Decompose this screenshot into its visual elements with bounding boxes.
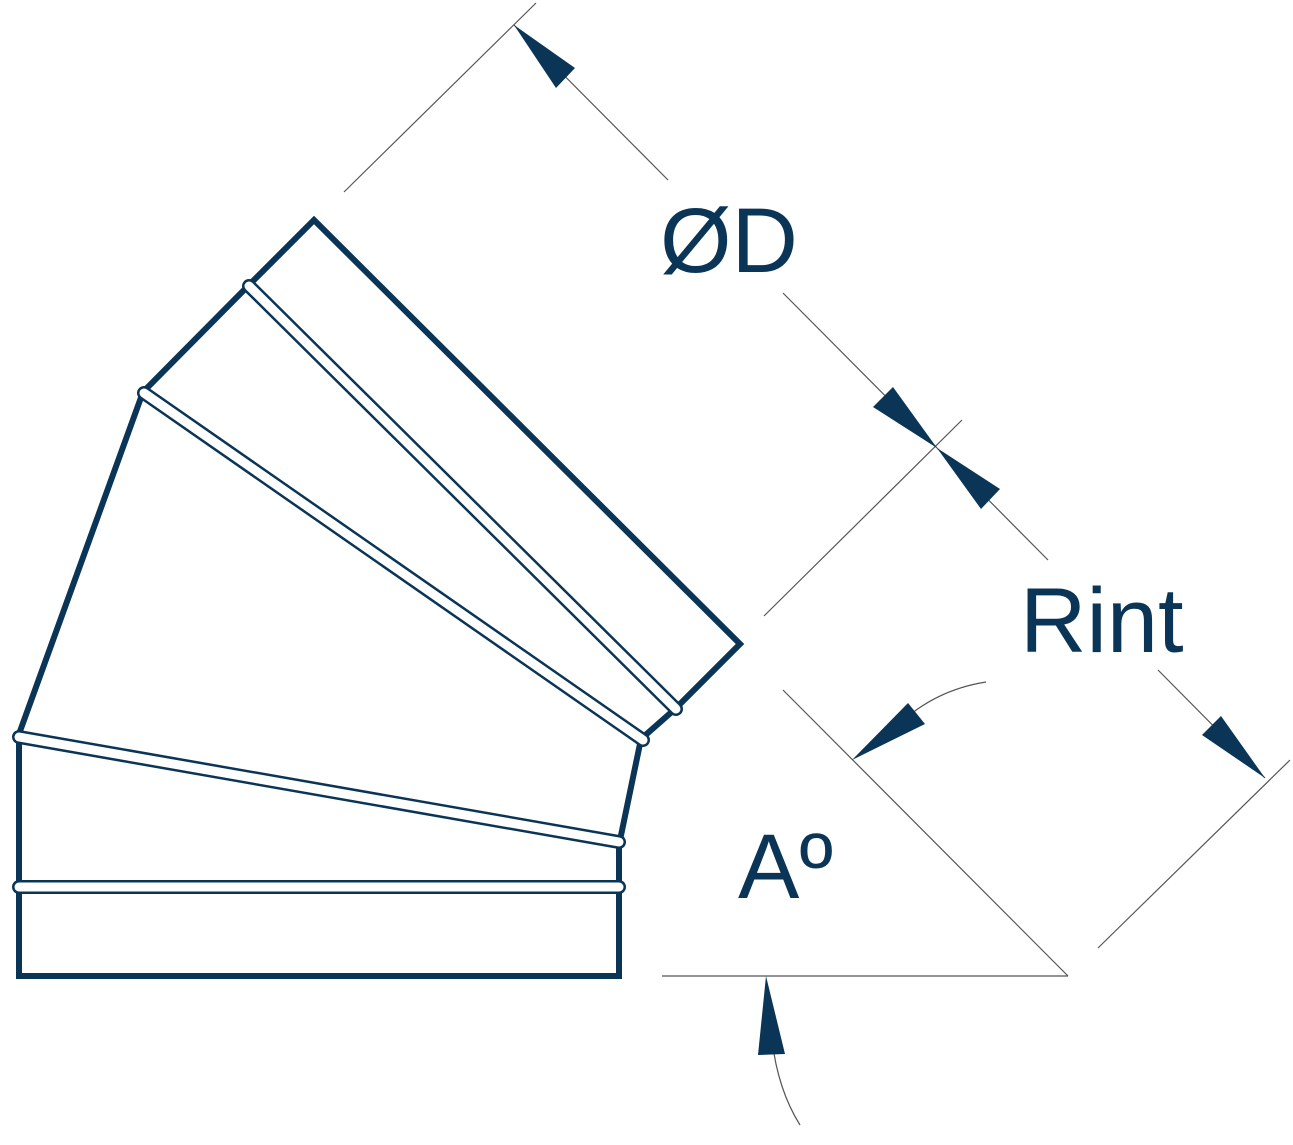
diameter-label: ØD bbox=[660, 190, 798, 292]
arrowhead-angle-top bbox=[852, 703, 925, 760]
segment-seams bbox=[12, 279, 683, 894]
angle-wedge-diagonal bbox=[782, 689, 1069, 977]
arrowhead-diameter-bottom bbox=[873, 387, 937, 448]
arrowhead-radius-bottom bbox=[1202, 716, 1265, 778]
inner-radius-label: Rint bbox=[1020, 570, 1184, 672]
arrowheads bbox=[514, 25, 1265, 1055]
elbow-body bbox=[16, 215, 745, 979]
seam-2 bbox=[12, 730, 626, 849]
dimension-lines bbox=[343, 2, 1291, 1126]
arrowhead-radius-top bbox=[937, 448, 1000, 509]
arrowhead-diameter-top bbox=[514, 25, 575, 88]
seam-3 bbox=[137, 386, 650, 747]
extension-line-outer bbox=[343, 2, 537, 193]
arrowhead-angle-bottom bbox=[758, 976, 785, 1055]
seam-4 bbox=[242, 279, 683, 716]
extension-line-inner bbox=[763, 419, 963, 617]
extension-line-center bbox=[1097, 759, 1291, 949]
angle-label: Aº bbox=[738, 816, 833, 918]
elbow-outline bbox=[16, 215, 745, 979]
